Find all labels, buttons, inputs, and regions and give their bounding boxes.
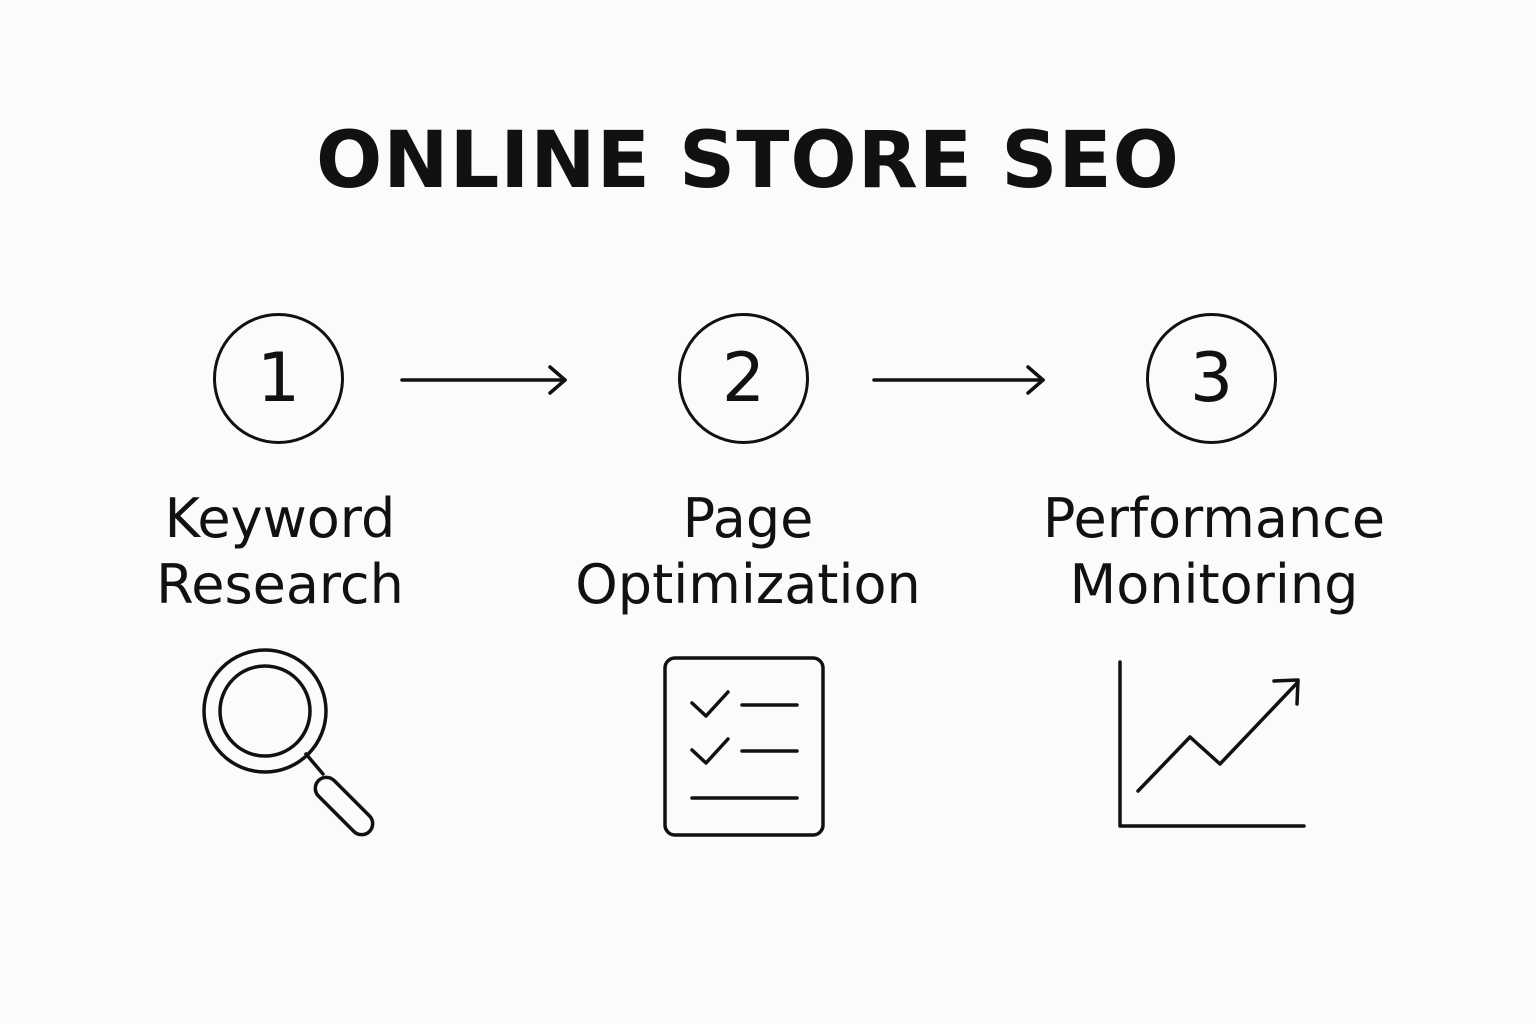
step-1-label-line2: Research [156,553,404,616]
step-3-circle: 3 [1146,313,1277,444]
arrow-right-icon [400,364,570,396]
step-1-label: Keyword Research [70,486,490,618]
step-2-label-line2: Optimization [575,553,921,616]
magnifying-glass-icon [198,648,388,840]
checklist-icon [662,655,828,841]
step-3-label: Performance Monitoring [1004,486,1424,618]
step-1-number: 1 [256,338,301,418]
step-2-label-line1: Page [682,487,814,550]
step-3-label-line1: Performance [1042,487,1386,550]
step-1-label-line1: Keyword [164,487,396,550]
step-2-number: 2 [721,338,766,418]
step-2-label: Page Optimization [538,486,958,618]
diagram-title: ONLINE STORE SEO [316,116,1180,206]
step-2-circle: 2 [678,313,809,444]
growth-chart-icon [1114,658,1310,832]
step-3-number: 3 [1189,338,1234,418]
step-3-label-line2: Monitoring [1069,553,1359,616]
step-1-circle: 1 [213,313,344,444]
arrow-right-icon [872,364,1048,396]
